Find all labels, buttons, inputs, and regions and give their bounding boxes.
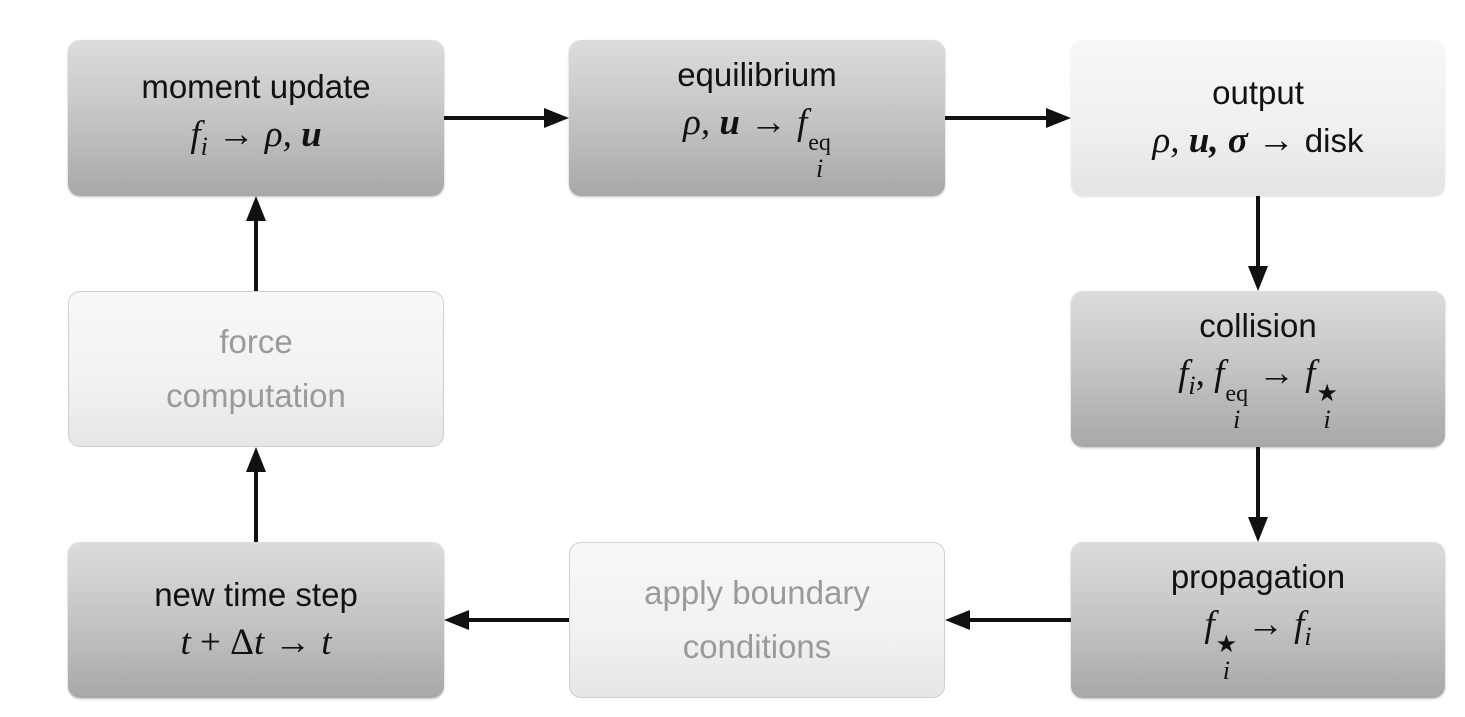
output-title: output [1212, 74, 1304, 111]
moment-update-title: moment update [141, 68, 371, 105]
node-propagation: propagation f★i→fi [1071, 542, 1445, 698]
new-time-step-arrow: → [274, 622, 312, 663]
moment-update-formula: fi →ρ, u [190, 113, 321, 169]
equilibrium-arrow: → [749, 101, 787, 143]
apply-boundary-line2: conditions [682, 628, 832, 665]
node-moment-update: moment update fi →ρ, u [68, 40, 444, 196]
collision-f2-sup: eq [1225, 380, 1249, 407]
moment-update-arrow: → [217, 114, 255, 155]
equilibrium-f-sup: eq [808, 129, 831, 156]
arrow-propagation-to-boundary [945, 610, 1071, 630]
equilibrium-f-sub: i [815, 153, 824, 183]
arrow-output-to-collision [1248, 196, 1268, 291]
arrow-boundary-to-new-time-step [444, 610, 569, 630]
propagation-arrow: → [1247, 603, 1285, 645]
output-arrow: → [1257, 120, 1295, 161]
moment-update-f-sub: i [200, 132, 208, 161]
collision-comma: , [1195, 352, 1205, 394]
propagation-f2-sub: i [1304, 621, 1312, 651]
new-time-step-title: new time step [154, 576, 358, 613]
collision-f1: f [1178, 352, 1189, 394]
collision-f3-sub: i [1323, 404, 1331, 434]
output-sigma: σ [1227, 120, 1248, 161]
equilibrium-u: u [719, 101, 740, 143]
collision-f3-supsub: ★i [1316, 381, 1338, 433]
output-rho: ρ, [1152, 120, 1180, 161]
moment-update-f: f [190, 114, 201, 155]
moment-update-u: u [301, 114, 322, 155]
collision-f3-sup: ★ [1316, 380, 1338, 407]
collision-f1-sub: i [1188, 370, 1196, 400]
equilibrium-title: equilibrium [677, 55, 837, 93]
propagation-f1-sub: i [1222, 655, 1230, 685]
collision-arrow: → [1258, 352, 1296, 394]
node-output: output ρ, u, σ→disk [1071, 40, 1445, 196]
propagation-f2: f [1294, 603, 1305, 645]
moment-update-rho: ρ, [264, 114, 292, 155]
output-disk: disk [1304, 122, 1364, 159]
new-time-step-delta: Δ [230, 622, 254, 663]
arrow-moment-to-equilibrium [444, 108, 569, 128]
collision-f3: f [1305, 352, 1316, 394]
new-time-step-t3: t [321, 622, 332, 663]
new-time-step-plus: + [200, 622, 221, 663]
output-formula: ρ, u, σ→disk [1153, 119, 1364, 163]
node-new-time-step: new time step t + Δt→t [68, 542, 444, 698]
arrow-new-time-step-to-force [246, 447, 266, 542]
arrow-equilibrium-to-output [945, 108, 1071, 128]
new-time-step-formula: t + Δt→t [180, 621, 331, 665]
arrow-force-to-moment-update [246, 196, 266, 291]
propagation-title: propagation [1170, 557, 1346, 595]
equilibrium-rho: ρ, [683, 101, 711, 143]
collision-title: collision [1199, 306, 1317, 344]
output-u: u, [1188, 120, 1219, 161]
propagation-f1-sup: ★ [1215, 631, 1238, 658]
new-time-step-t2: t [253, 622, 265, 663]
equilibrium-f: f [796, 101, 808, 143]
force-computation-line2: computation [166, 377, 346, 414]
node-apply-boundary-conditions: apply boundary conditions [569, 542, 945, 698]
force-computation-line1: force [219, 323, 293, 360]
propagation-f1-supsub: ★i [1216, 632, 1238, 684]
propagation-formula: f★i→fi [1204, 603, 1311, 684]
arrow-collision-to-propagation [1248, 447, 1268, 542]
propagation-f1: f [1204, 603, 1215, 645]
collision-f2: f [1214, 352, 1225, 394]
apply-boundary-line1: apply boundary [644, 574, 870, 611]
collision-f2-sub: i [1233, 404, 1241, 434]
node-force-computation: force computation [68, 291, 444, 447]
new-time-step-t1: t [180, 622, 191, 663]
